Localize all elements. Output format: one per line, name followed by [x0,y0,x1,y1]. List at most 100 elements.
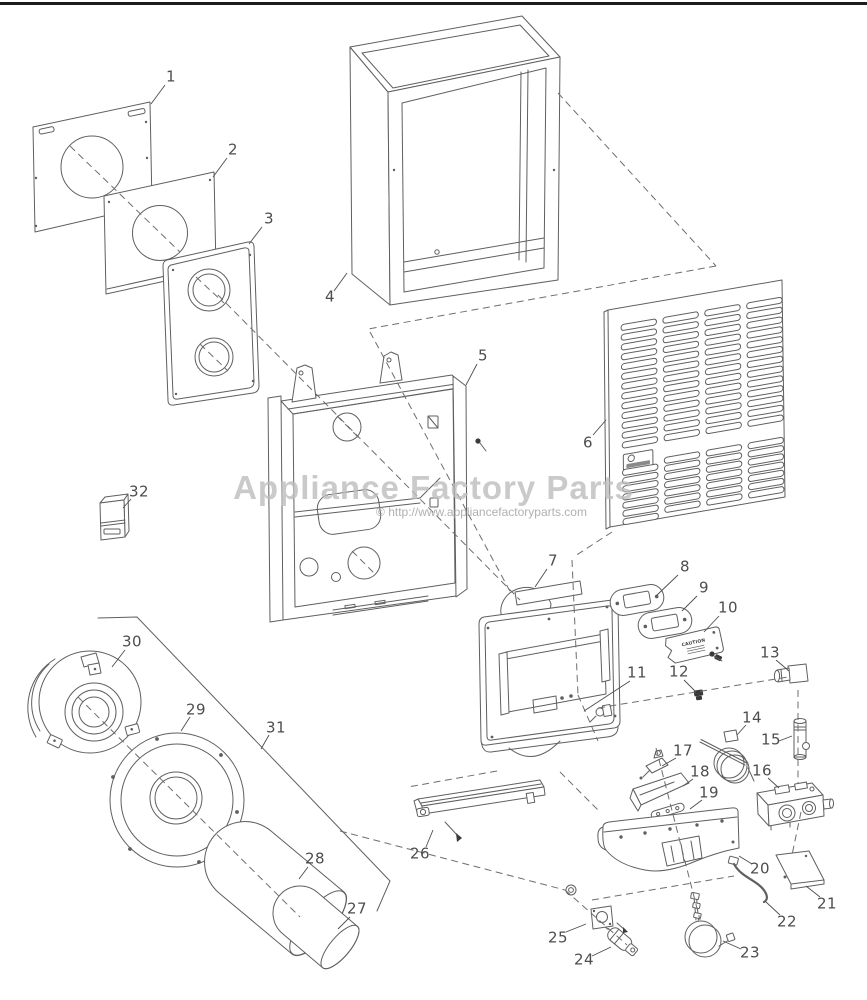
callout-3: 3 [264,210,274,228]
louver-slot [664,476,701,489]
louver-slot [705,402,742,415]
louver-slot [663,380,700,393]
callout-13: 13 [760,644,780,662]
callout-leader-21 [805,885,821,898]
callout-5: 5 [478,347,488,365]
part-32-switch [99,493,130,541]
louver-slot [705,468,743,482]
callout-15: 15 [761,731,781,749]
louver-slot [621,426,659,439]
callout-leader-24 [591,946,612,957]
callout-leader-30 [111,649,126,668]
assembly-guide-lines [69,92,802,946]
louver-slot [621,416,658,429]
louver-slot [621,377,658,390]
page-top-border [0,2,867,5]
louver-slot [663,459,701,472]
callout-9: 9 [699,579,709,597]
callout-leader-31 [260,734,270,750]
callout-20: 20 [750,860,770,878]
callout-1: 1 [166,68,176,86]
callout-leader-2 [212,157,228,178]
louver-slot [747,414,784,427]
louver-slot [664,484,701,497]
louver-slot [747,445,785,458]
callout-leader-23 [722,940,742,950]
callout-24: 24 [574,951,594,969]
callout-leader-19 [689,799,703,810]
louver-slot [748,486,785,499]
part-15-pilot-tube [793,718,810,760]
louver-slot [662,350,700,363]
part-18-burner-tray [629,772,690,812]
callout-leader-29 [180,716,191,732]
part-25-mounting-plate [565,884,628,933]
callout-leader-18 [682,778,694,787]
callout-leader-13 [775,659,790,672]
louver-slot [747,469,785,482]
screw [475,438,487,452]
louver-slot [663,389,700,403]
louver-slot [621,397,658,410]
callout-4: 4 [325,288,335,306]
callout-18: 18 [690,763,710,781]
part-3-wall-plate [162,241,260,406]
louver-slot [747,385,784,398]
louver-slot [747,477,785,491]
callout-leader-8 [655,574,679,597]
callout-16: 16 [752,762,772,780]
part-9-cover-plate [637,607,693,639]
part-26-support-rail [413,779,546,842]
part-16-gas-valve [756,781,834,831]
louver-slot [704,304,741,317]
callout-26: 26 [410,845,430,863]
part-7-heat-exchanger-door [478,580,621,757]
louver-slot [620,318,657,331]
louver-slot [746,375,784,388]
callout-leader-27 [337,916,351,930]
louver-slot [704,353,742,366]
callout-2: 2 [228,141,238,159]
callout-6: 6 [583,434,593,452]
louver-slot [747,453,785,466]
louver-slot [746,355,784,368]
louver-slot [620,328,658,341]
louver-slot [704,372,742,386]
part-1-slots [38,108,146,135]
louver-slot [662,340,700,354]
louver-slot [662,370,700,383]
callout-leader-15 [778,735,793,742]
callout-29: 29 [186,701,206,719]
louver-slot [704,343,742,356]
louver-slot [705,411,742,425]
louver-slot [662,321,699,334]
mounting-bracket-right [379,351,403,384]
callout-leader-14 [736,724,747,736]
callout-leader-25 [565,923,587,933]
louver-slot [622,471,659,485]
louver-slot [747,461,785,474]
louver-slot [746,336,783,349]
part-22-tube [727,855,768,904]
callout-leader-10 [703,615,720,633]
louver-slot [664,492,701,505]
louver-slot [746,306,783,319]
callout-leader-5 [465,363,478,386]
callout-leader-16 [767,777,780,789]
callout-leader-11 [583,680,631,712]
louver-slot [622,480,659,493]
callout-14: 14 [742,709,762,727]
callout-10: 10 [718,599,738,617]
louver-slot [705,392,742,405]
grille-louvers [620,296,785,526]
louver-slot [705,452,743,465]
louver-slot [621,463,659,476]
part-14-pilot-tubing [699,729,755,784]
louver-slot [705,460,743,473]
louver-slot [664,500,701,513]
part-4-outer-casing [349,15,561,306]
louver-slot [704,362,742,376]
